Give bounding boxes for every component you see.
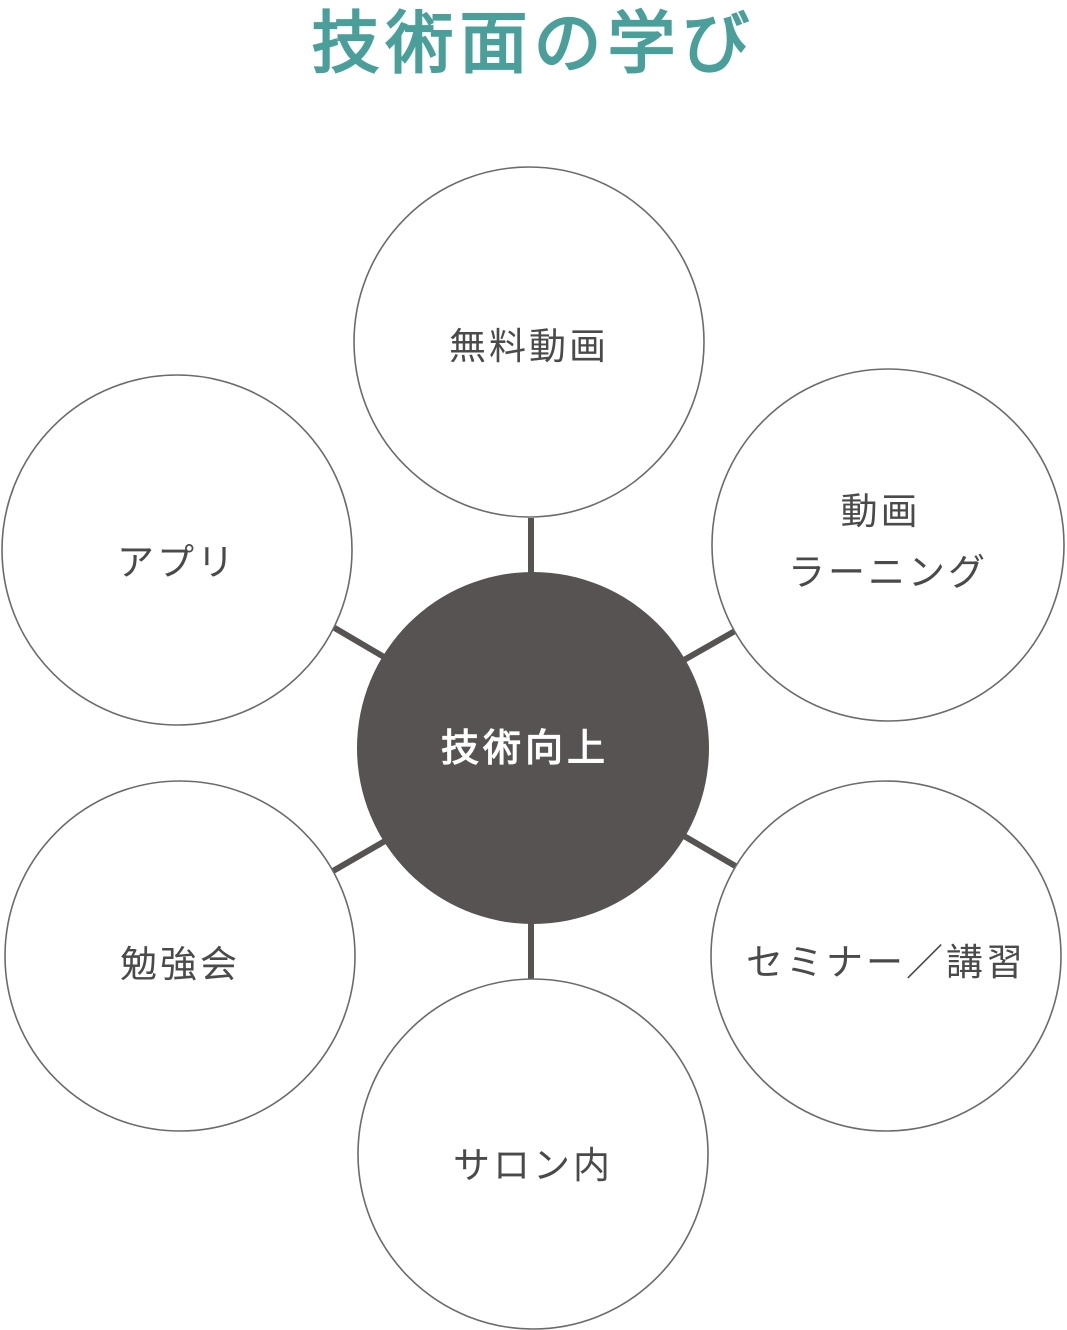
node-salon: サロン内: [357, 978, 709, 1330]
node-douga-learning: 動画 ラーニング: [711, 368, 1065, 722]
connector-seminar: [682, 833, 739, 870]
node-circle: [353, 166, 705, 518]
node-circle: [1, 374, 353, 726]
diagram-title: 技術面の学び: [311, 5, 756, 84]
node-label: サロン内: [453, 1144, 613, 1187]
node-seminar: セミナー／講習: [710, 780, 1062, 1132]
node-label-line: 無料動画: [449, 325, 609, 368]
node-label: セミナー／講習: [746, 941, 1026, 984]
node-circle: [710, 780, 1062, 1132]
node-circle: [357, 978, 709, 1330]
connectors: [331, 518, 739, 980]
node-label-line: セミナー／講習: [746, 941, 1026, 984]
connector-douga-learning: [682, 628, 737, 663]
node-label-line: 勉強会: [120, 943, 240, 986]
node-label-line: サロン内: [453, 1144, 613, 1187]
node-muryou-douga: 無料動画: [353, 166, 705, 518]
node-label: アプリ: [117, 541, 237, 584]
hub: 技術向上: [357, 572, 709, 924]
node-label-line: アプリ: [117, 541, 237, 584]
node-label-line: ラーニング: [788, 551, 988, 594]
node-circle: [4, 780, 356, 1132]
node-benkyoukai: 勉強会: [4, 780, 356, 1132]
node-app: アプリ: [1, 374, 353, 726]
node-label: 動画 ラーニング: [788, 490, 988, 594]
node-circle: [711, 368, 1065, 722]
node-label: 無料動画: [449, 325, 609, 368]
node-label: 勉強会: [120, 943, 240, 986]
hub-circle: [357, 572, 709, 924]
hub-label: 技術向上: [441, 726, 609, 770]
connector-benkyoukai: [331, 838, 387, 874]
node-label-line: 動画: [841, 490, 921, 533]
connector-app: [331, 624, 386, 660]
